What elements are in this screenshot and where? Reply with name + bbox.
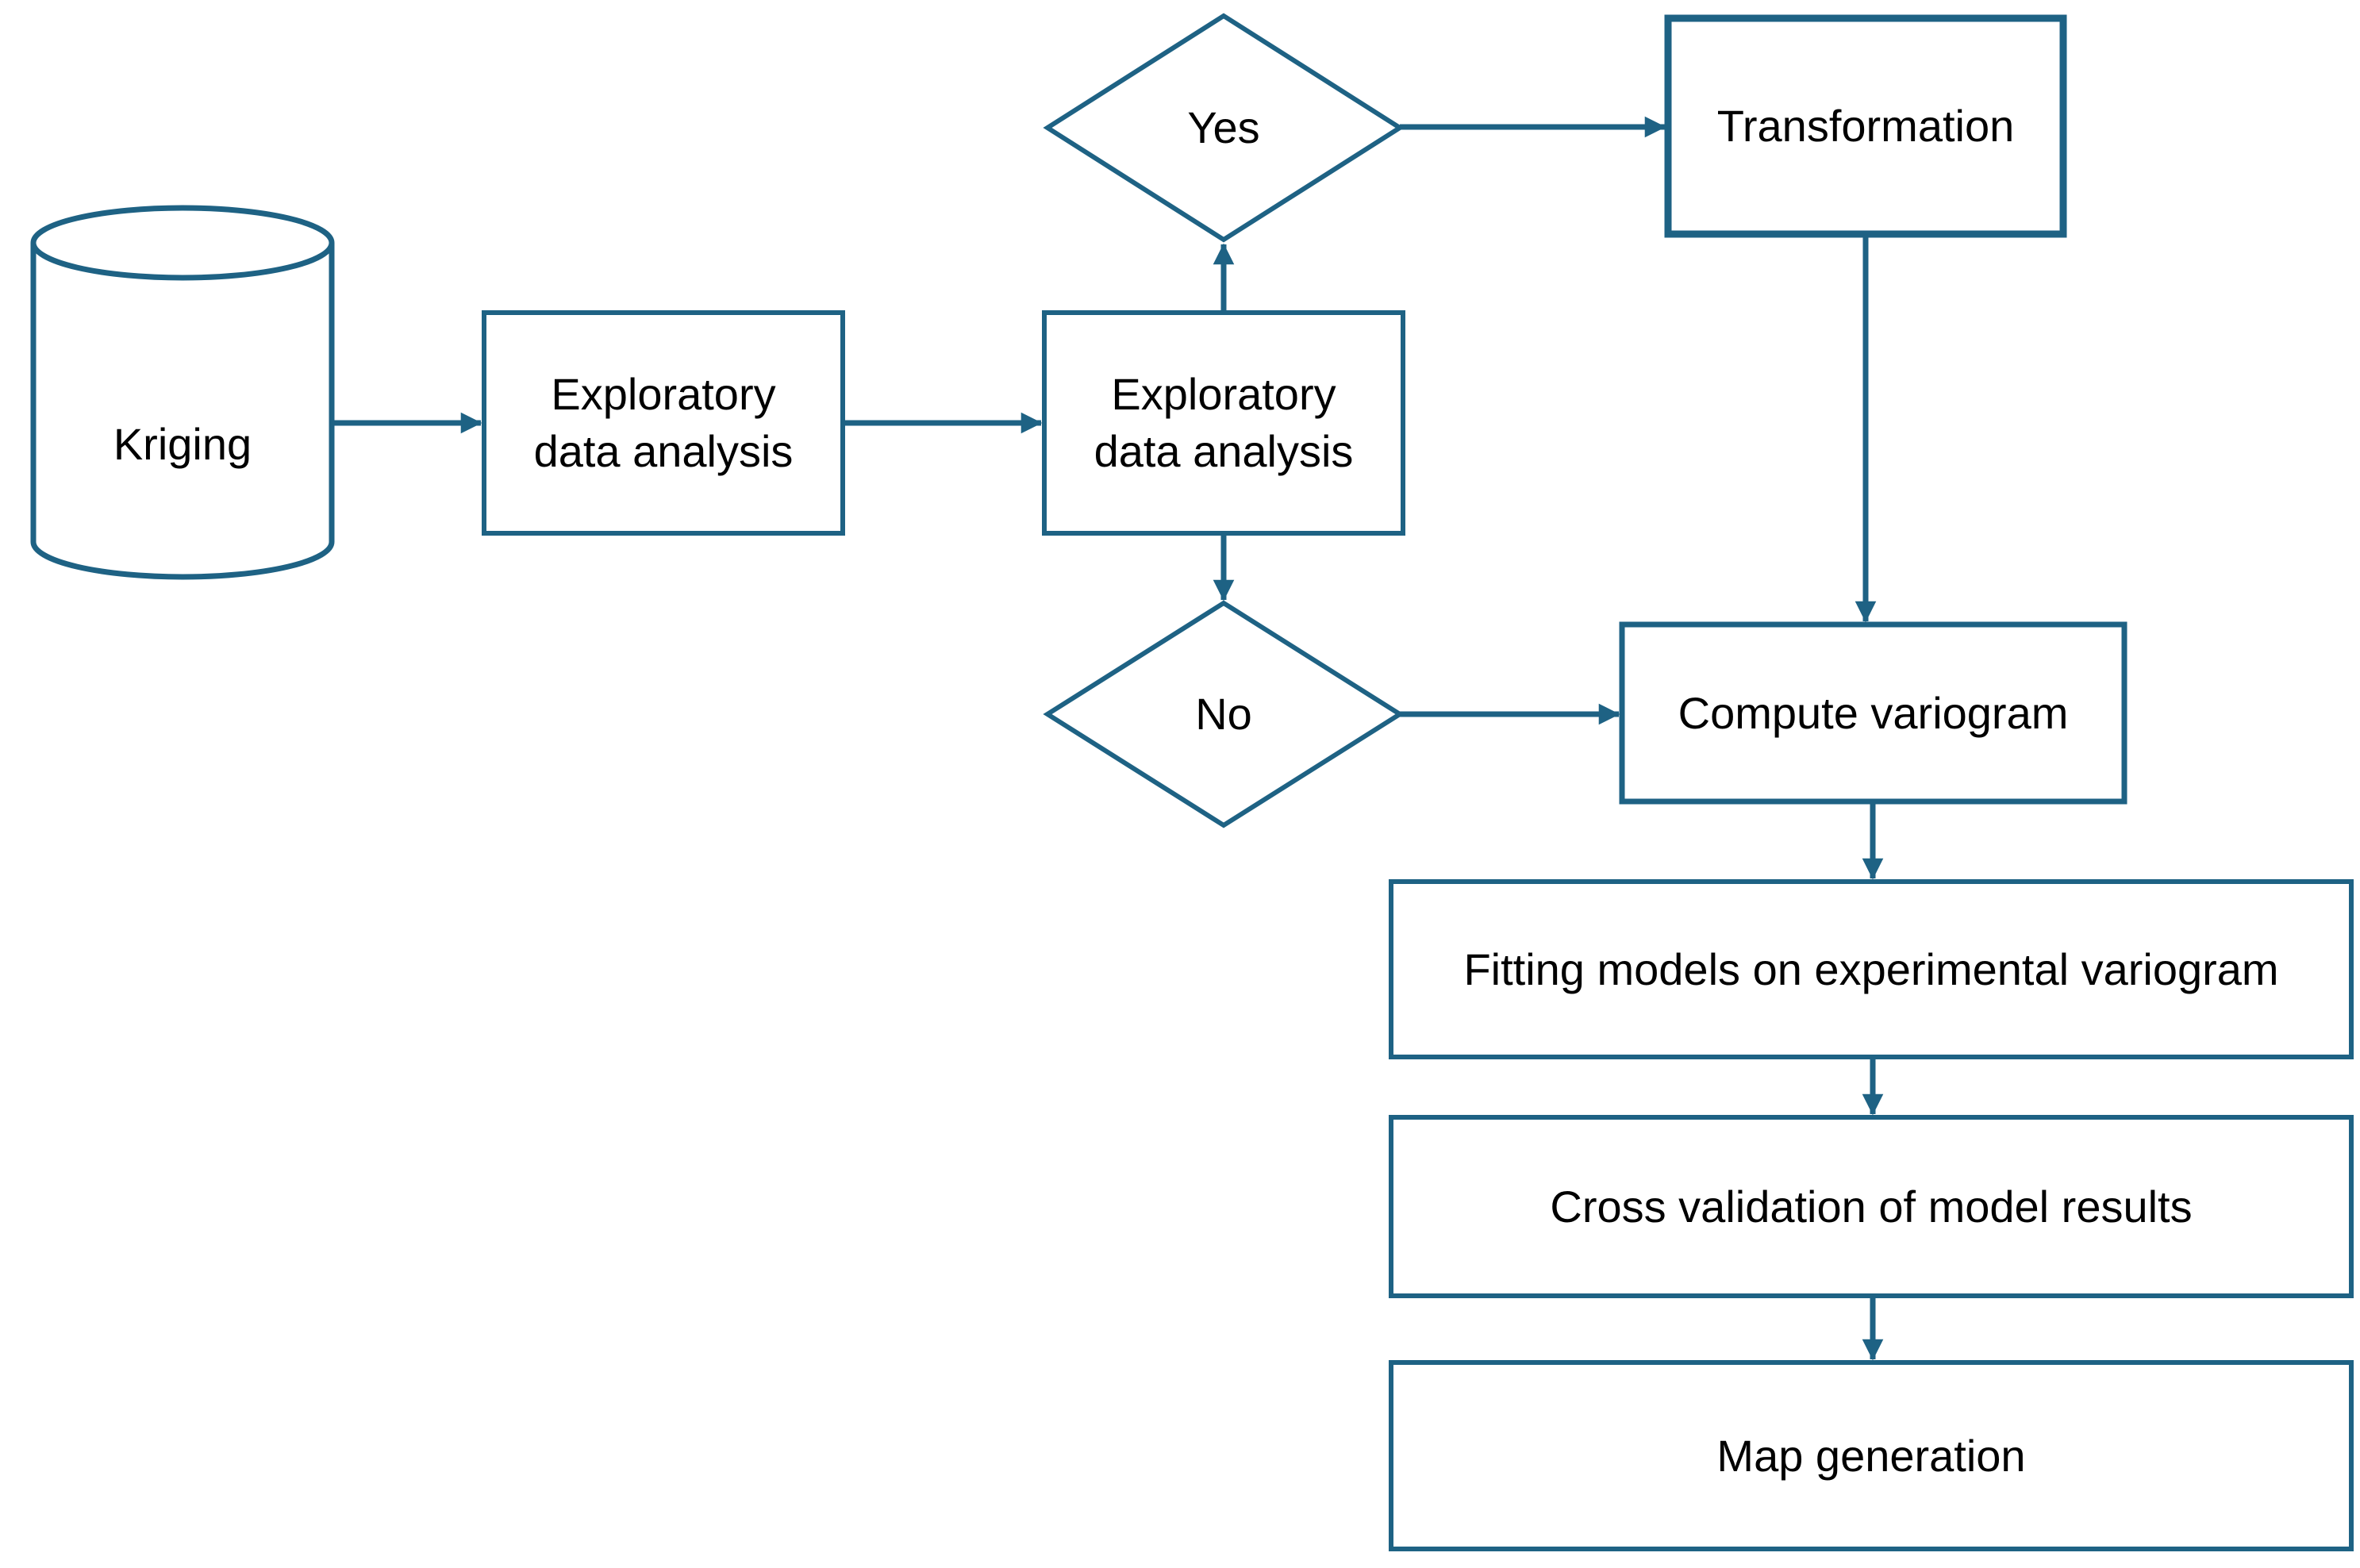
eda2-box-shape <box>1042 310 1405 536</box>
cylinder-top-shape <box>30 205 335 281</box>
shapes-layer <box>30 13 2354 1551</box>
kriging-cylinder-shape <box>30 205 335 580</box>
yes-diamond-shape <box>1043 13 1405 243</box>
connectors-layer <box>332 116 1884 1361</box>
map-generation-box-shape <box>1389 1360 2354 1551</box>
no-diamond-shape <box>1043 600 1405 828</box>
compute-variogram-box-shape <box>1619 621 2127 805</box>
fitting-models-box-shape <box>1389 879 2354 1059</box>
transformation-box-shape <box>1664 14 2067 238</box>
cylinder-body-shape <box>30 243 335 580</box>
eda1-box-shape <box>482 310 845 536</box>
cross-validation-box-shape <box>1389 1115 2354 1298</box>
